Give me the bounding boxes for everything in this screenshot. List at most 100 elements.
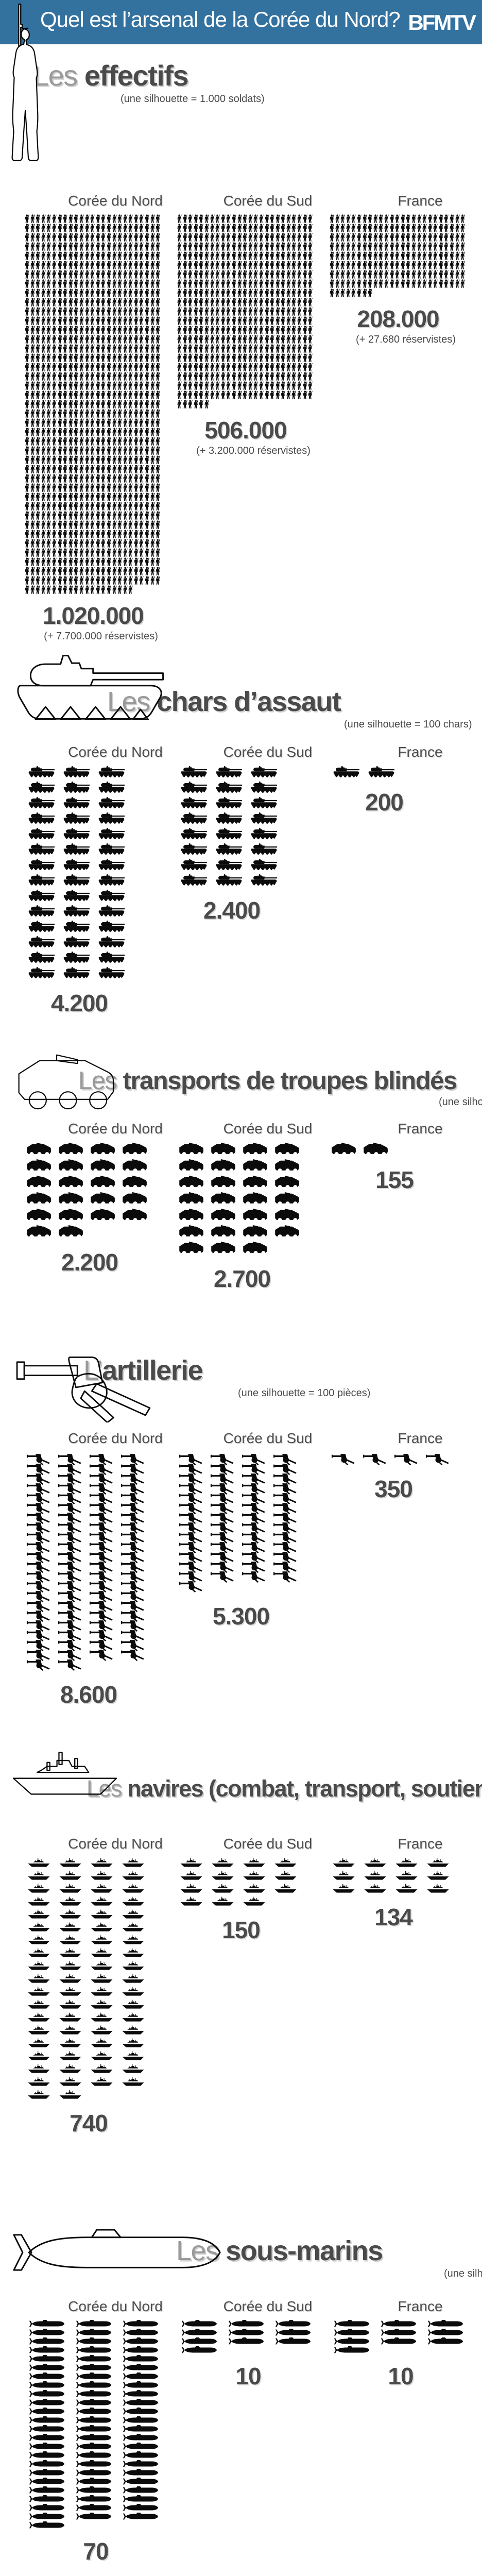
- soldier-icon: [63, 261, 67, 269]
- country-label: Corée du Sud: [223, 1430, 313, 1446]
- soldier-icon: [422, 261, 427, 269]
- soldier-icon: [308, 372, 313, 381]
- soldier-icon: [204, 316, 209, 325]
- apc-icon: [211, 1225, 235, 1239]
- soldier-icon: [145, 511, 149, 520]
- section-chars: Les chars d’assaut(une silhouette = 100 …: [0, 655, 482, 1017]
- soldier-icon: [36, 279, 41, 288]
- soldier-icon: [140, 409, 144, 418]
- soldier-icon: [215, 344, 220, 353]
- artillery-icon: [242, 1473, 265, 1485]
- soldier-icon: [237, 270, 242, 279]
- soldier-icon: [243, 326, 247, 334]
- soldier-icon: [232, 335, 236, 344]
- soldier-icon: [52, 446, 57, 455]
- soldier-icon: [25, 493, 29, 501]
- soldier-icon: [30, 539, 35, 548]
- soldier-icon: [226, 335, 231, 344]
- soldier-icon: [145, 428, 149, 436]
- tank-icon: [98, 889, 125, 901]
- soldier-icon: [199, 242, 204, 251]
- submarine-icon: [123, 2329, 159, 2336]
- soldier-icon: [422, 214, 427, 223]
- soldier-icon: [112, 381, 117, 390]
- soldier-icon: [85, 428, 90, 436]
- soldier-icon: [107, 446, 111, 455]
- value-label: 5.300: [212, 1603, 270, 1630]
- pictogram-block: 740: [25, 1857, 152, 2137]
- soldier-icon: [36, 270, 41, 279]
- soldier-icon: [101, 279, 106, 288]
- artillery-icon: [120, 1522, 144, 1534]
- soldier-icon: [63, 530, 67, 538]
- soldier-icon: [112, 326, 117, 334]
- soldier-icon: [30, 428, 35, 436]
- artillery-icon: [179, 1493, 202, 1504]
- artillery-icon: [242, 1513, 265, 1524]
- ship-icon: [364, 1884, 386, 1893]
- soldier-icon: [85, 455, 90, 464]
- soldier-icon: [68, 511, 73, 520]
- soldier-icon: [243, 307, 247, 316]
- soldier-icon: [351, 224, 356, 232]
- soldier-icon: [68, 585, 73, 594]
- soldier-icon: [134, 428, 139, 436]
- soldier-icon: [79, 270, 84, 279]
- soldier-icon: [384, 242, 389, 251]
- apc-icon: [179, 1241, 203, 1256]
- apc-icon: [91, 1208, 115, 1223]
- value-label: 10: [388, 2363, 414, 2389]
- soldier-icon: [96, 511, 100, 520]
- soldier-icon: [401, 279, 405, 288]
- soldier-icon: [215, 307, 220, 316]
- soldier-icon: [253, 298, 259, 307]
- soldier-icon: [330, 251, 334, 260]
- ship-icon: [12, 1752, 117, 1795]
- soldier-icon: [204, 353, 209, 362]
- soldier-icon: [96, 316, 100, 325]
- pictogram-block: 506.000(+ 3.200.000 réservistes): [177, 214, 314, 457]
- section-header: Les navires (combat, transport, soutien)…: [0, 1752, 482, 1815]
- soldier-icon: [58, 372, 62, 381]
- soldier-icon: [52, 391, 57, 399]
- soldier-icon: [215, 298, 220, 307]
- soldier-icon: [128, 493, 133, 501]
- soldier-icon: [96, 326, 100, 334]
- soldier-icon: [96, 261, 100, 269]
- pictogram-block: 10: [177, 2320, 319, 2390]
- value-label: 2.400: [203, 897, 261, 924]
- soldier-icon: [63, 270, 67, 279]
- soldier-icon: [46, 465, 51, 473]
- soldier-icon: [177, 242, 182, 251]
- soldier-icon: [221, 391, 226, 399]
- soldier-icon: [112, 530, 117, 538]
- soldier-icon: [90, 530, 95, 538]
- soldier-icon: [25, 530, 29, 538]
- soldier-icon: [52, 548, 57, 557]
- soldier-icon: [96, 307, 100, 316]
- country-label: Corée du Sud: [223, 1836, 313, 1852]
- soldier-icon: [439, 214, 443, 223]
- column-coree-du-nord: Corée du Nord: [25, 1430, 177, 1708]
- soldier-icon: [79, 455, 84, 464]
- soldier-icon: [140, 455, 144, 464]
- soldier-icon: [237, 242, 242, 251]
- soldier-icon: [183, 353, 187, 362]
- apc-icon: [59, 1175, 83, 1190]
- soldier-icon: [210, 307, 215, 316]
- soldier-icon: [123, 391, 128, 399]
- ship-icon: [59, 2025, 81, 2035]
- soldier-icon: [156, 344, 161, 353]
- soldier-icon: [177, 372, 182, 381]
- apc-icon: [179, 1192, 203, 1206]
- ship-icon: [180, 1858, 202, 1867]
- submarine-icon: [228, 2320, 264, 2327]
- soldier-icon: [58, 316, 62, 325]
- soldier-icon: [112, 224, 117, 232]
- soldier-icon: [68, 530, 73, 538]
- soldier-icon: [248, 289, 253, 297]
- soldier-icon: [210, 270, 215, 279]
- soldier-icon: [68, 289, 73, 297]
- soldier-icon: [41, 261, 46, 269]
- soldier-icon: [85, 381, 90, 390]
